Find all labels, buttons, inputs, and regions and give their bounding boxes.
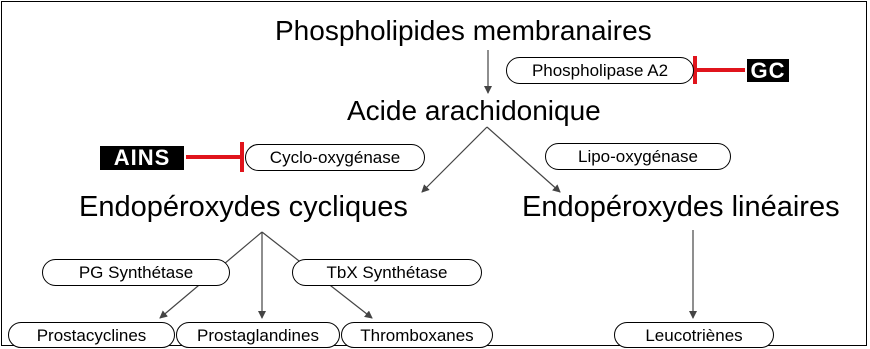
enzyme-pg-synthetase: PG Synthétase — [42, 259, 230, 286]
node-acide-arachidonique: Acide arachidonique — [347, 95, 601, 126]
product-leucotrienes: Leucotriènes — [614, 322, 774, 348]
product-prostacyclines: Prostacyclines — [8, 322, 175, 348]
product-thromboxanes: Thromboxanes — [341, 322, 493, 348]
node-phospholipides: Phospholipides membranaires — [275, 15, 652, 46]
product-prostaglandines: Prostaglandines — [176, 322, 340, 348]
node-endoperoxydes-lineaires: Endopéroxydes linéaires — [522, 191, 840, 223]
inhibitor-gc: GC — [747, 59, 789, 82]
enzyme-cyclo-oxygenase: Cyclo-oxygénase — [245, 144, 425, 171]
inhibitor-ains: AINS — [100, 146, 184, 170]
enzyme-lipo-oxygenase: Lipo-oxygénase — [545, 143, 731, 170]
node-endoperoxydes-cycliques: Endopéroxydes cycliques — [79, 191, 408, 223]
enzyme-tbx-synthetase: TbX Synthétase — [292, 259, 482, 286]
arrow-acide-to-lineaires — [486, 126, 561, 193]
enzyme-phospholipase-a2: Phospholipase A2 — [506, 57, 694, 84]
arrow-acide-to-cycliques — [421, 126, 488, 193]
